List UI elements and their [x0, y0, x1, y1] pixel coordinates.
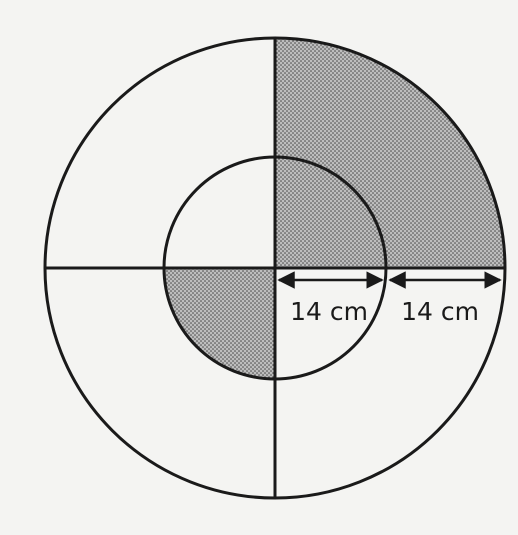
- ring-width-label: 14 cm: [401, 297, 479, 326]
- shaded-inner-quadrant: [164, 268, 275, 379]
- label-backing: [277, 286, 495, 328]
- inner-radius-label: 14 cm: [290, 297, 368, 326]
- shaded-outer-quadrant: [275, 38, 505, 268]
